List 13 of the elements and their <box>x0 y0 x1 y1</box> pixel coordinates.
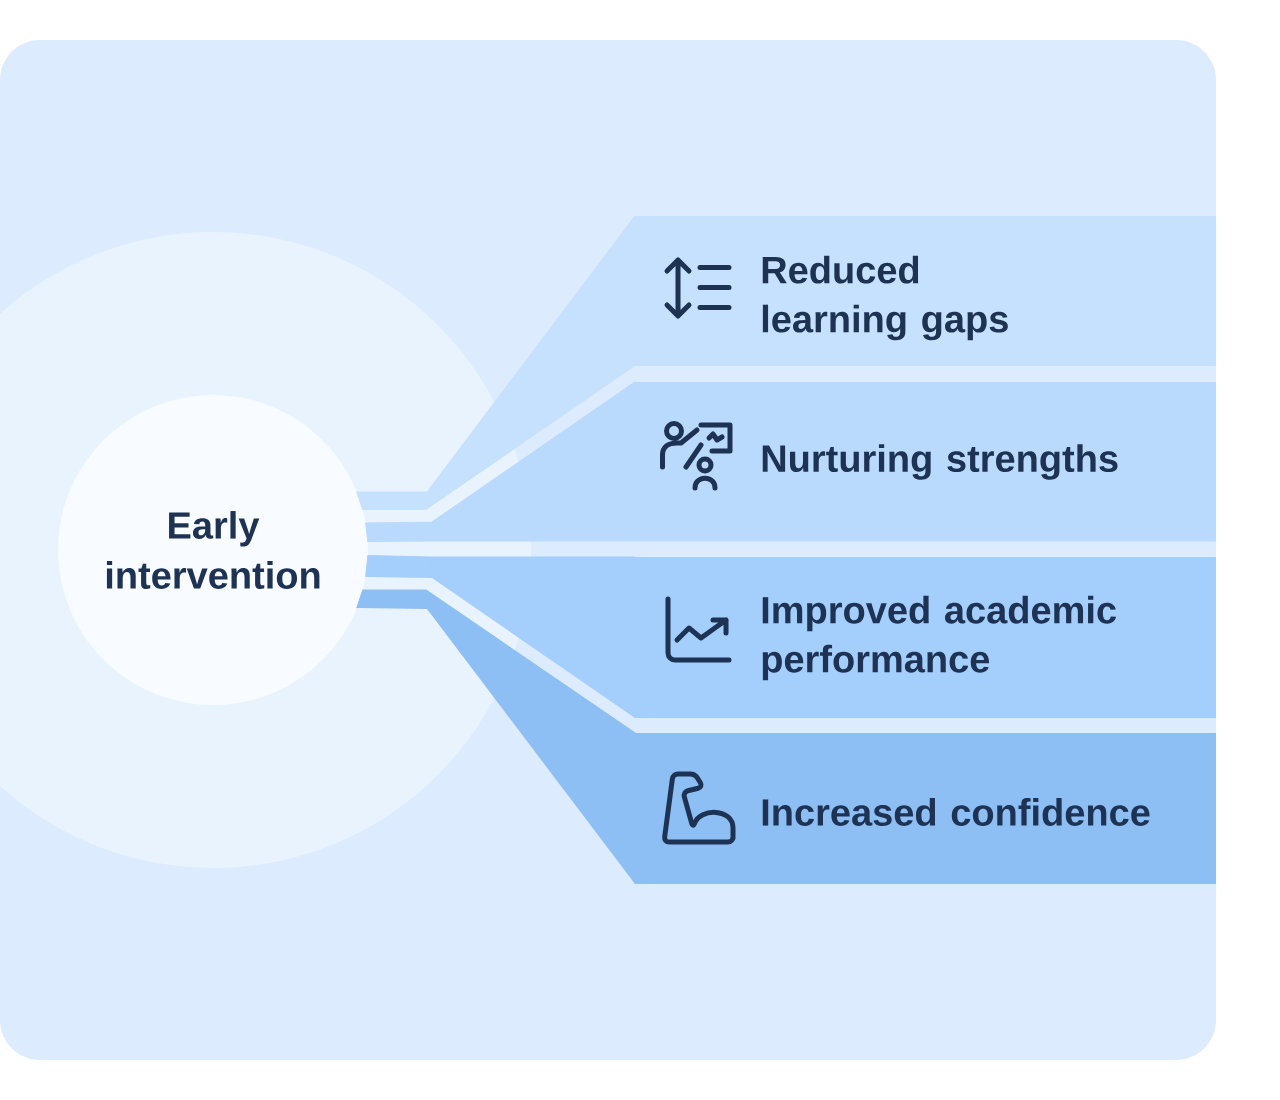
node-label: Nurturing strengths <box>762 444 1118 480</box>
node-label: Improved academic performance <box>762 595 1116 681</box>
node-label: Increased confidence <box>762 798 1150 826</box>
band: Increased confidence <box>635 733 1216 884</box>
funnel-connector <box>356 215 636 511</box>
funnel-connector <box>356 589 636 885</box>
funnel-connector <box>365 381 636 543</box>
band: Improved academic performance <box>635 557 1216 718</box>
node-label: Reduced learning gaps <box>762 255 1008 341</box>
circle-node: Early intervention <box>58 395 368 705</box>
funnel-connector <box>365 554 636 719</box>
band: Nurturing strengths <box>635 382 1216 542</box>
band: Reduced learning gaps <box>635 216 1216 366</box>
